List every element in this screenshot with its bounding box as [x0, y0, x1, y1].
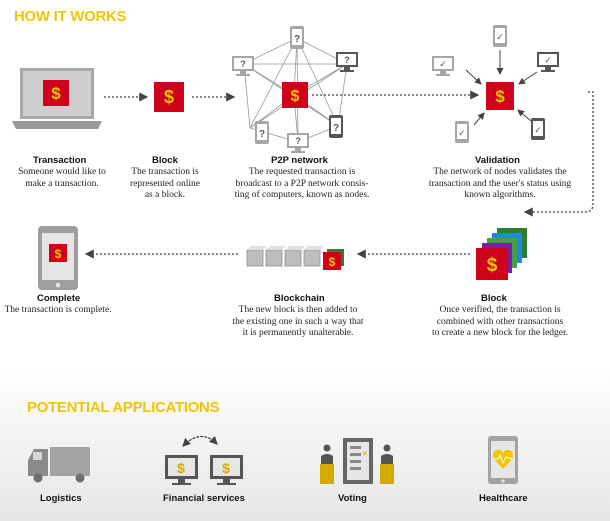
application-label-voting: Voting	[338, 493, 367, 504]
voting-icon: ✕	[320, 438, 394, 484]
svg-text:✓: ✓	[458, 129, 466, 139]
phone-node-icon: ?	[329, 115, 343, 138]
smartphone-icon: $	[38, 226, 78, 290]
step-desc-p2p-network: The requested transaction is broadcast t…	[234, 167, 370, 200]
svg-text:$: $	[177, 460, 185, 476]
svg-text:✓: ✓	[534, 126, 542, 136]
potential-applications-heading: POTENTIAL APPLICATIONS	[27, 399, 220, 416]
step-title-blockchain: Blockchain	[274, 293, 325, 304]
application-label-logistics: Logistics	[40, 493, 82, 504]
how-it-works-heading: HOW IT WORKS	[14, 8, 127, 25]
step-title-validation: Validation	[475, 155, 520, 166]
block-stack-icon: $	[476, 228, 527, 280]
step-title-p2p-network: P2P network	[271, 155, 328, 166]
svg-text:✓: ✓	[439, 60, 447, 70]
p2p-network-icon: ? ? ? ? ?	[232, 26, 358, 153]
validation-icon: ✓ ✓ ✓ ✓ ✓ $	[432, 25, 559, 143]
phone-checked-icon: ✓	[455, 121, 469, 143]
step-desc-block: The transaction is represented online as…	[130, 167, 200, 200]
dollar-icon: $	[495, 87, 505, 106]
step-desc-validation: The network of nodes validates the trans…	[428, 167, 572, 200]
dollar-icon: $	[55, 247, 62, 261]
flow-arrow	[523, 91, 594, 217]
svg-text:✕: ✕	[362, 450, 368, 458]
blockchain-icon: $	[246, 246, 344, 270]
dollar-icon: $	[487, 255, 498, 276]
dollar-icon: $	[51, 84, 61, 103]
svg-text:✓: ✓	[496, 33, 504, 43]
phone-node-icon: ?	[290, 26, 304, 49]
svg-text:?: ?	[344, 55, 350, 65]
svg-text:✓: ✓	[544, 56, 552, 66]
svg-text:?: ?	[294, 34, 300, 45]
monitor-checked-icon: ✓	[432, 56, 454, 76]
step-title-block: Block	[152, 155, 178, 166]
monitor-checked-icon: ✓	[537, 52, 559, 72]
step-desc-blockchain: The new block is then added to the exist…	[232, 305, 364, 338]
step-desc-new-block: Once verified, the transaction is combin…	[431, 305, 569, 338]
svg-text:?: ?	[240, 59, 246, 69]
dollar-icon: $	[164, 87, 174, 107]
step-desc-complete: The transaction is complete.	[4, 305, 112, 315]
healthcare-tablet-icon	[488, 436, 518, 484]
exchange-icon	[182, 435, 218, 447]
transaction-block-icon: $	[154, 82, 184, 112]
application-label-healthcare: Healthcare	[479, 493, 528, 504]
step-title-complete: Complete	[37, 293, 81, 304]
phone-checked-icon: ✓	[493, 25, 507, 47]
monitor-node-icon: ?	[287, 133, 309, 153]
phone-node-icon: ?	[255, 121, 269, 144]
laptop-icon: $	[12, 68, 102, 129]
svg-text:?: ?	[333, 123, 339, 134]
monitor-node-icon: ?	[232, 56, 254, 76]
monitor-dollar-icon: $	[165, 455, 198, 485]
application-label-financial-services: Financial services	[163, 493, 245, 504]
dollar-icon: $	[291, 88, 300, 105]
monitor-node-icon: ?	[336, 52, 358, 72]
monitor-dollar-icon: $	[210, 455, 243, 485]
svg-text:?: ?	[295, 136, 301, 146]
step-title-transaction: Transaction	[33, 155, 87, 166]
svg-text:$: $	[222, 460, 230, 476]
truck-icon	[28, 447, 90, 483]
step-desc-transaction: Someone would like to make a transaction…	[18, 167, 106, 189]
svg-text:?: ?	[259, 129, 265, 140]
step-title-new-block: Block	[481, 293, 507, 304]
phone-checked-icon: ✓	[531, 118, 545, 140]
dollar-icon: $	[329, 255, 336, 269]
